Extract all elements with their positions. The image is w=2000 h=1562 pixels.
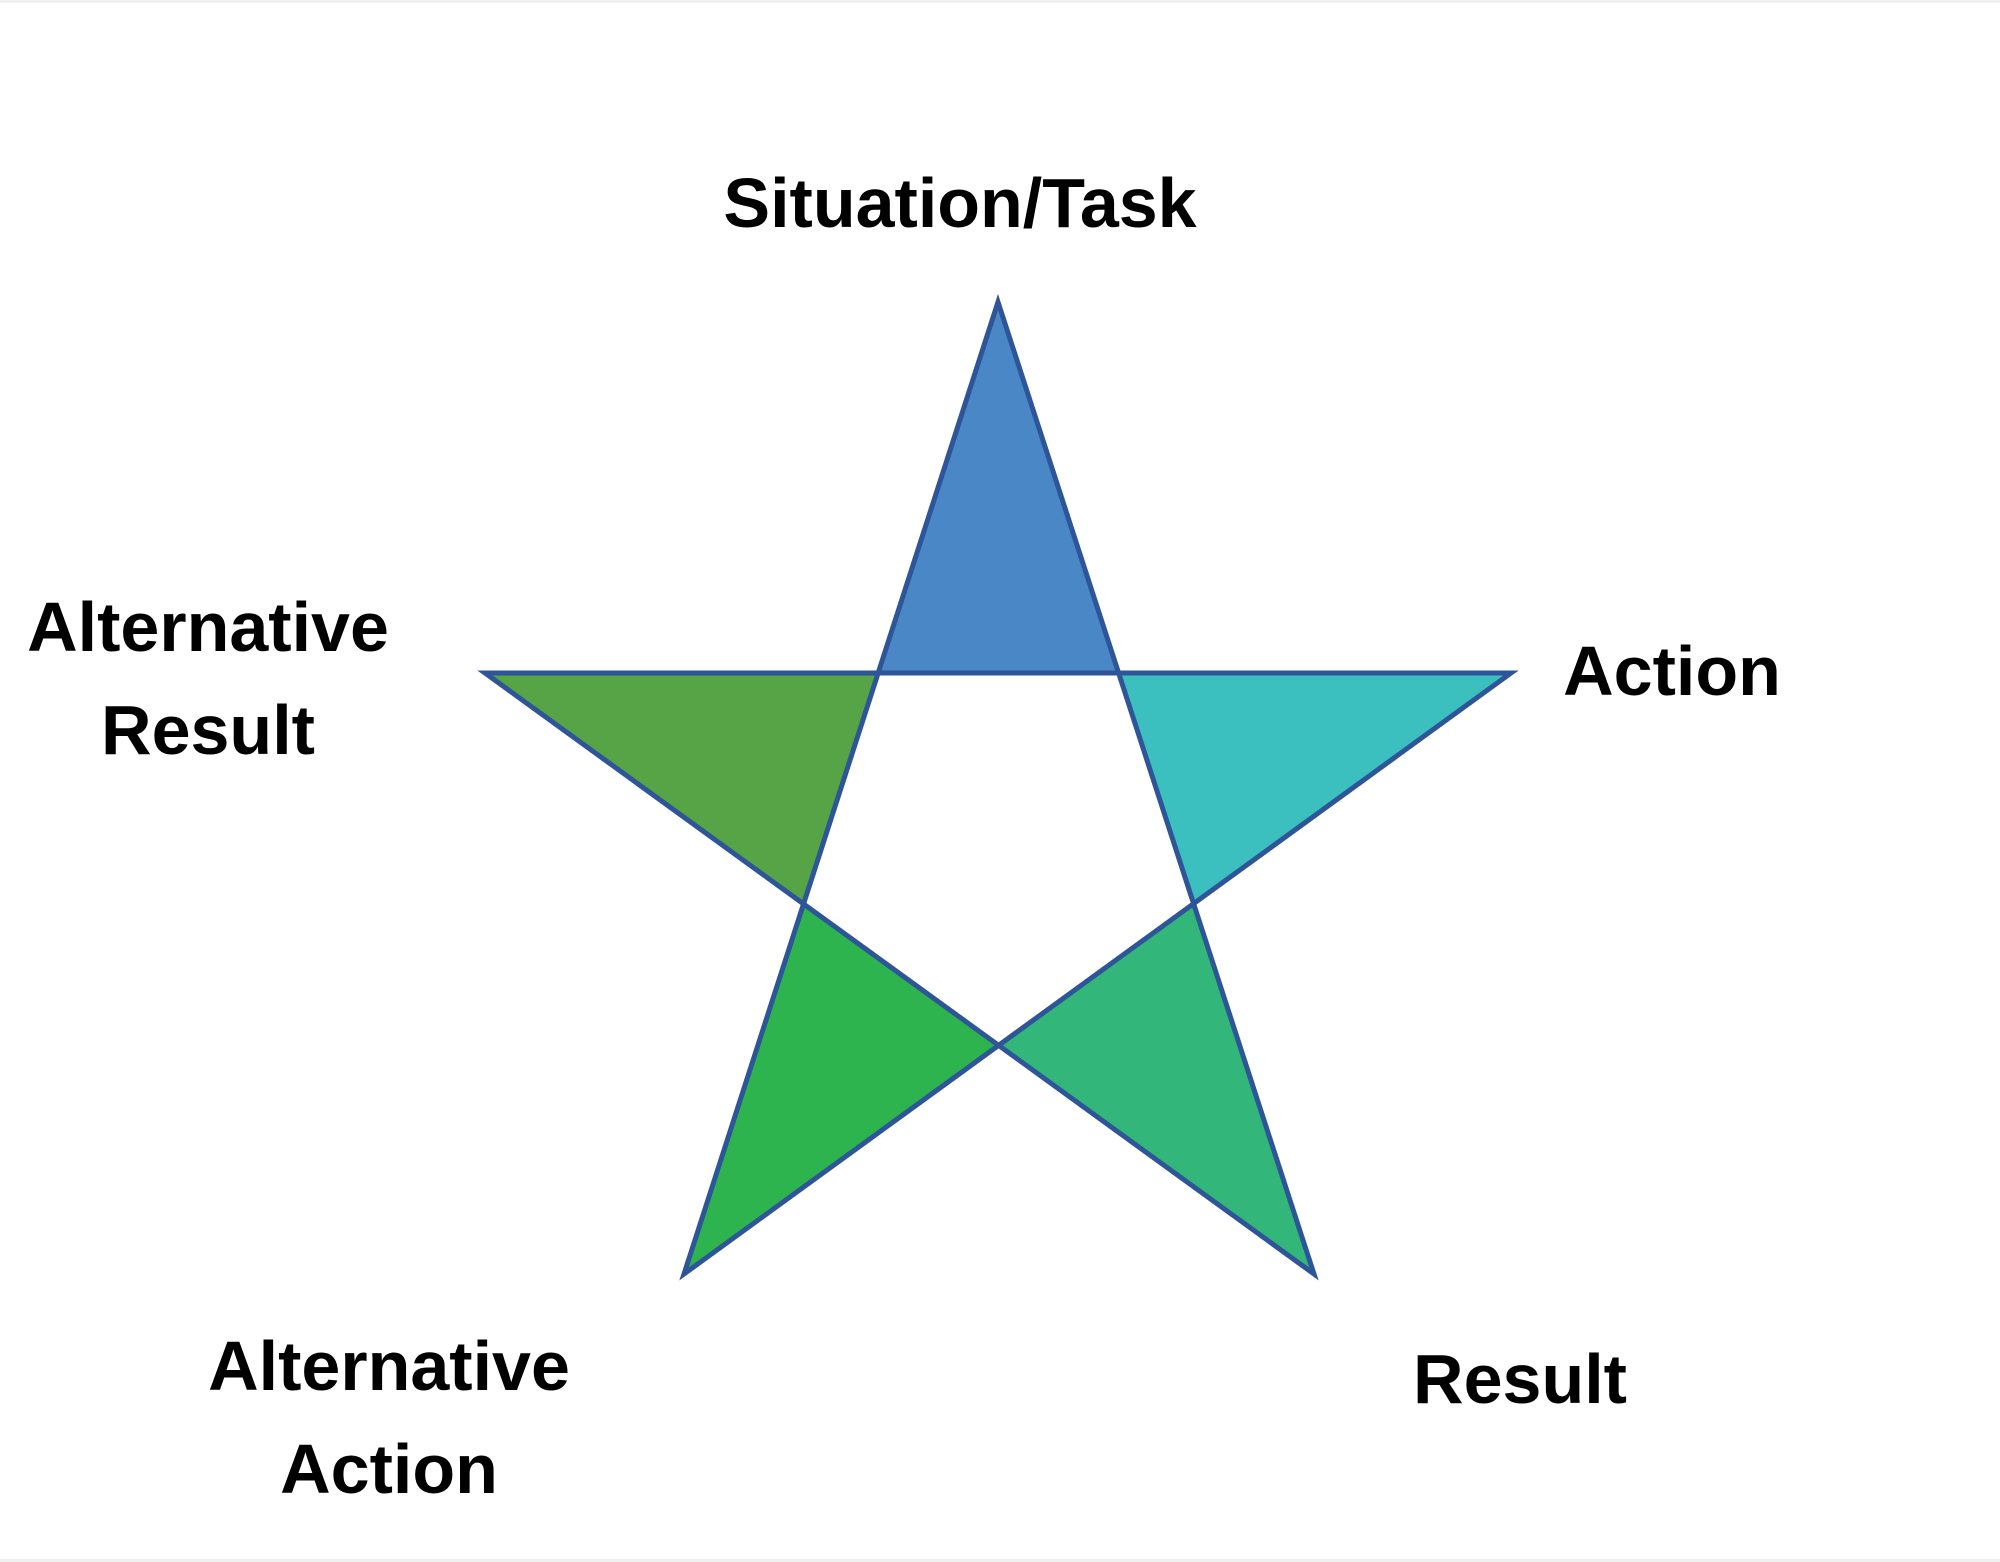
star-point-action bbox=[1119, 673, 1511, 902]
label-alternative-result: Alternative Result bbox=[27, 576, 389, 782]
label-alternative-result-line1: Alternative bbox=[27, 588, 389, 666]
star-point-alternative-action bbox=[684, 902, 998, 1274]
label-situation-task: Situation/Task bbox=[723, 164, 1197, 242]
label-alternative-result-line2: Result bbox=[101, 691, 315, 769]
label-result: Result bbox=[1413, 1340, 1627, 1418]
star-outline bbox=[477, 293, 1519, 1281]
slide-bottom-border bbox=[0, 1559, 2000, 1562]
slide-top-border bbox=[0, 0, 2000, 3]
star-point-situation-task bbox=[878, 302, 1119, 673]
label-action: Action bbox=[1563, 632, 1781, 710]
label-alternative-action-line2: Action bbox=[280, 1430, 498, 1508]
star-point-alternative-result bbox=[485, 673, 878, 902]
star-point-result bbox=[998, 902, 1314, 1274]
label-alternative-action-line1: Alternative bbox=[208, 1327, 570, 1405]
label-alternative-action: Alternative Action bbox=[208, 1315, 570, 1521]
